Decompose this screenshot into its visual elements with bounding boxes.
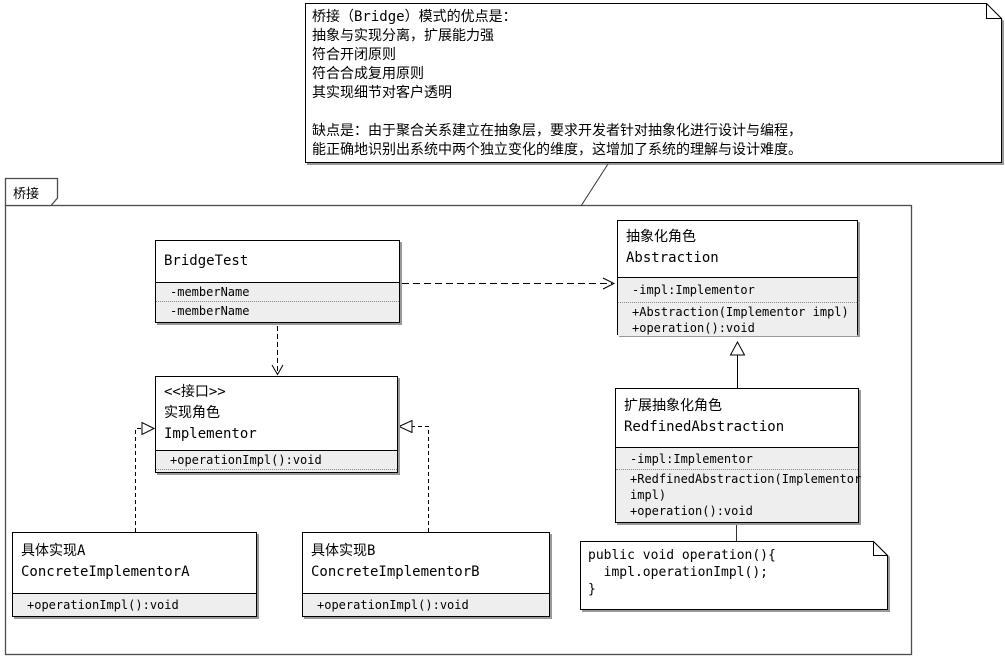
- frame-tab: [4, 177, 59, 207]
- realization-concrete-a-implementor: [135, 428, 142, 532]
- note-line: 缺点是：由于聚合关系建立在抽象层，要求开发者针对抽象化进行设计与编程，: [312, 123, 802, 139]
- class-concrete-implementor-b[interactable]: 具体实现B ConcreteImplementorB +operationImp…: [302, 532, 550, 617]
- code-line: public void operation(){: [588, 548, 776, 563]
- class-attribute: -memberName: [156, 301, 399, 322]
- hollow-triangle-icon: [397, 419, 413, 434]
- class-attribute: -memberName: [156, 282, 399, 301]
- frame-tab-label: 桥接: [13, 187, 40, 202]
- open-arrowhead-icon: [602, 277, 616, 290]
- class-title-en: RedfinedAbstraction: [624, 419, 785, 435]
- class-method: +Abstraction(Implementor impl): [632, 305, 849, 319]
- class-title: 扩展抽象化角色 RedfinedAbstraction: [616, 389, 858, 447]
- note-line: 符合开闭原则: [312, 47, 396, 63]
- class-stereotype: <<接口>>: [164, 384, 226, 400]
- class-title-cn: 抽象化角色: [626, 229, 696, 245]
- class-title-cn: 具体实现B: [311, 543, 376, 559]
- class-title-en: ConcreteImplementorB: [311, 564, 480, 580]
- class-title-en: ConcreteImplementorA: [21, 564, 190, 580]
- class-method: +operationImpl():void: [303, 593, 549, 616]
- class-redfined-abstraction[interactable]: 扩展抽象化角色 RedfinedAbstraction -impl:Implem…: [615, 388, 862, 523]
- note-line: 符合合成复用原则: [312, 66, 424, 82]
- class-implementor[interactable]: <<接口>> 实现角色 Implementor +operationImpl()…: [155, 376, 398, 473]
- class-methods: +Abstraction(Implementor impl) +operatio…: [618, 302, 857, 336]
- code-line: }: [588, 582, 596, 597]
- class-method: +operation():void: [630, 504, 753, 518]
- note-anchor-line: [580, 163, 609, 207]
- note-line: 其实现细节对客户透明: [312, 85, 452, 101]
- note-line: 抽象与实现分离，扩展能力强: [312, 28, 494, 44]
- class-method: +operation():void: [632, 321, 755, 335]
- note-shape[interactable]: [305, 3, 1002, 163]
- class-method: +RedfinedAbstraction(Implementor impl): [630, 472, 862, 502]
- class-title-cn: 具体实现A: [21, 543, 86, 559]
- code-line: impl.operationImpl();: [588, 565, 769, 580]
- class-title-cn: 扩展抽象化角色: [624, 398, 722, 414]
- class-abstraction[interactable]: 抽象化角色 Abstraction -impl:Implementor +Abs…: [617, 220, 858, 336]
- note-text: 桥接（Bridge）模式的优点是： 抽象与实现分离，扩展能力强 符合开闭原则 符…: [312, 8, 996, 160]
- class-concrete-implementor-a[interactable]: 具体实现A ConcreteImplementorA +operationImp…: [12, 532, 257, 617]
- note-line: 桥接（Bridge）模式的优点是：: [312, 9, 517, 25]
- note-line: [312, 103, 996, 122]
- realization-concrete-b-implementor: [412, 426, 429, 532]
- class-method: +operationImpl():void: [156, 450, 397, 469]
- code-note-shape[interactable]: [580, 541, 888, 610]
- note-fold-corner-icon: [986, 3, 1002, 19]
- code-note-text: public void operation(){ impl.operationI…: [588, 547, 880, 598]
- hollow-triangle-icon: [141, 421, 156, 436]
- class-attribute: -impl:Implementor: [618, 277, 857, 302]
- class-title-en: Implementor: [164, 426, 257, 442]
- class-method: +operationImpl():void: [13, 593, 256, 616]
- class-title: 抽象化角色 Abstraction: [618, 221, 857, 277]
- frame-border: [4, 204, 913, 656]
- class-methods: +RedfinedAbstraction(Implementor impl) +…: [616, 469, 862, 522]
- class-title: BridgeTest: [156, 241, 399, 282]
- class-bridgetest[interactable]: BridgeTest -memberName -memberName: [155, 240, 400, 323]
- class-title-en: Abstraction: [626, 250, 719, 266]
- class-title: 具体实现A ConcreteImplementorA: [13, 533, 256, 593]
- class-attribute: -impl:Implementor: [616, 447, 858, 469]
- class-title: <<接口>> 实现角色 Implementor: [156, 377, 397, 450]
- code-note-fold-corner-icon: [873, 541, 888, 556]
- class-title-cn: 实现角色: [164, 405, 220, 421]
- note-line: 能正确地识别出系统中两个独立变化的维度，这增加了系统的理解与设计难度。: [312, 142, 802, 158]
- class-title: 具体实现B ConcreteImplementorB: [303, 533, 549, 593]
- open-arrowhead-icon: [271, 364, 284, 376]
- hollow-triangle-icon: [729, 340, 746, 356]
- class-empty-compartment: [156, 469, 397, 472]
